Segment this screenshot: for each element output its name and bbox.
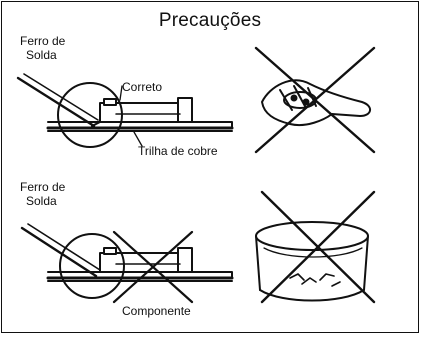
copper-track-label: Trilha de cobre [138,144,218,158]
iron-label-bottom-line2: Solda [26,194,57,208]
correct-label: Correto [122,80,163,94]
component-label: Componente [122,304,191,318]
cross-out-icon [254,46,376,154]
figure-drawing [16,46,376,304]
hand-touching-board-icon [261,79,371,126]
wrong-solder-diagram [20,223,234,304]
iron-label-top-line1: Ferro de [20,34,66,48]
container-with-screws-icon [255,221,369,302]
magnifier-circle [57,82,123,148]
iron-label-top-line2: Solda [26,48,57,62]
figure-title: Precauções [158,10,262,31]
iron-label-bottom-line1: Ferro de [20,180,66,194]
precautions-figure: Precauções [1,1,419,333]
cross-out-icon [260,190,376,304]
correct-solder-diagram [16,73,234,148]
soldering-iron-icon [16,76,96,128]
